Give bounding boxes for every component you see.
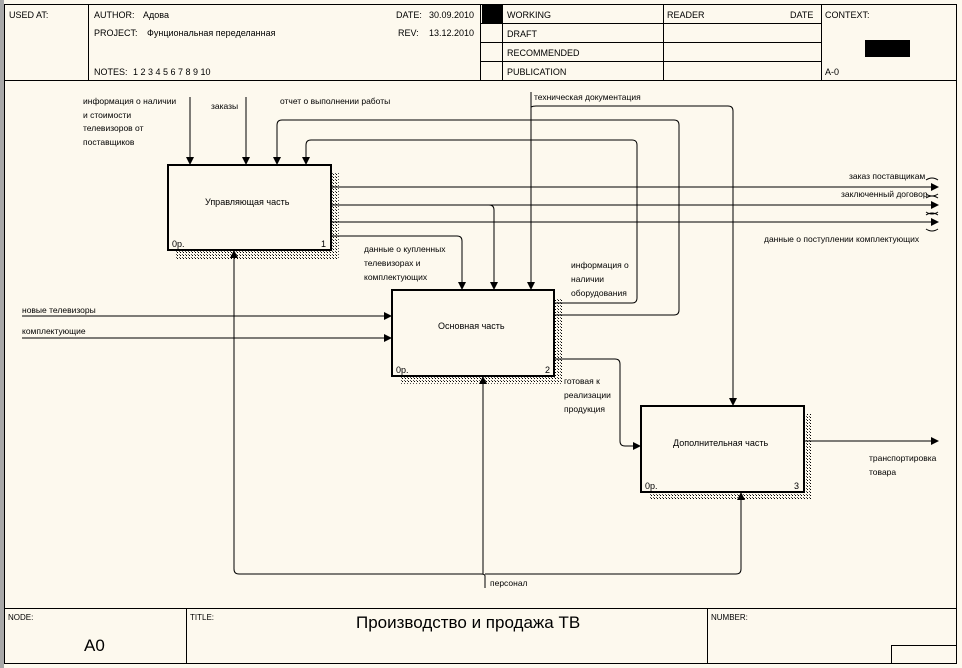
status-working-indicator bbox=[482, 5, 502, 23]
footer-divider bbox=[186, 608, 187, 664]
label-contract: заключенный договор bbox=[841, 189, 928, 199]
arrow-personnel-box3[interactable] bbox=[485, 492, 745, 575]
label-bought-data: данные о купленных телевизорах и комплек… bbox=[364, 242, 445, 284]
project-value: Фунциональная переделанная bbox=[147, 28, 276, 38]
box-1-number: 1 bbox=[321, 239, 327, 249]
activity-box-2[interactable] bbox=[391, 289, 555, 377]
label-line: товара bbox=[869, 467, 897, 477]
footer-divider bbox=[891, 645, 892, 664]
header-divider bbox=[480, 61, 822, 62]
diagram-title: Производство и продажа ТВ bbox=[356, 613, 581, 632]
date-value: 30.09.2010 bbox=[429, 10, 475, 20]
label-order-suppliers: заказ поставщикам bbox=[849, 171, 926, 181]
activity-box-1[interactable] bbox=[167, 164, 332, 251]
arrow-bought-data[interactable] bbox=[331, 235, 466, 290]
box-1-cost: 0р. bbox=[172, 239, 185, 249]
tunnel-icon bbox=[925, 212, 939, 232]
label-personnel: персонал bbox=[490, 578, 528, 588]
context-node: A-0 bbox=[825, 67, 840, 77]
date-label: DATE: bbox=[396, 10, 422, 20]
box-3-number: 3 bbox=[794, 481, 800, 491]
label-line: комплектующих bbox=[364, 272, 428, 282]
box-2-cost: 0р. bbox=[396, 365, 409, 375]
label-line: транспортировка bbox=[869, 453, 937, 463]
left-window-edge bbox=[0, 0, 4, 668]
box-1-name: Управляющая часть bbox=[205, 197, 290, 207]
status-working[interactable]: WORKING bbox=[507, 10, 551, 20]
label-line: телевизоров от bbox=[83, 123, 144, 133]
label-line: и стоимости bbox=[83, 109, 132, 120]
arrow-ready-product[interactable] bbox=[554, 358, 641, 450]
status-recommended[interactable]: RECOMMENDED bbox=[507, 48, 580, 58]
header-divider bbox=[480, 42, 822, 43]
label-ready-product: готовая к реализации продукция bbox=[564, 374, 611, 416]
header-divider bbox=[88, 4, 89, 81]
author-label: AUTHOR: bbox=[94, 10, 135, 20]
label-components: комплектующие bbox=[22, 326, 86, 336]
box-3-name: Дополнительная часть bbox=[673, 438, 769, 448]
arrow-work-report[interactable] bbox=[273, 119, 680, 316]
header-divider bbox=[480, 23, 822, 24]
context-thumbnail bbox=[865, 40, 910, 57]
node-value: A0 bbox=[84, 636, 105, 655]
rev-value: 13.12.2010 bbox=[429, 28, 475, 38]
number-label: NUMBER: bbox=[711, 613, 748, 622]
notes-label: NOTES: bbox=[94, 67, 128, 77]
arrow-contract-branch[interactable] bbox=[488, 204, 498, 290]
rev-label: REV: bbox=[398, 28, 419, 38]
label-equipment-info: информация о наличии оборудования bbox=[571, 258, 629, 300]
tunnel-icon bbox=[925, 195, 939, 215]
arrow-equipment-info[interactable] bbox=[302, 139, 638, 304]
label-line: готовая к bbox=[564, 376, 600, 386]
label-tech-docs: техническая документация bbox=[534, 92, 641, 102]
label-info-suppliers: информация о наличии и стоимости телевиз… bbox=[83, 95, 176, 149]
project-label: PROJECT: bbox=[94, 28, 138, 38]
label-line: реализации bbox=[564, 390, 611, 400]
used-at-label: USED AT: bbox=[9, 10, 49, 20]
box-2-name: Основная часть bbox=[438, 321, 505, 331]
label-line: информация о bbox=[571, 260, 629, 270]
label-new-tvs: новые телевизоры bbox=[22, 305, 96, 315]
footer-top-line bbox=[4, 608, 957, 609]
activity-box-3[interactable] bbox=[640, 405, 805, 493]
label-line: данные о купленных bbox=[364, 244, 446, 254]
label-line: наличии bbox=[571, 274, 605, 284]
footer-divider bbox=[891, 645, 957, 646]
label-transport: транспортировка товара bbox=[869, 451, 936, 479]
arrow-tech-docs-branch[interactable] bbox=[530, 105, 737, 406]
status-publication[interactable]: PUBLICATION bbox=[507, 67, 567, 77]
arrow-personnel-box1[interactable] bbox=[230, 250, 486, 588]
label-line: информация о наличии bbox=[83, 96, 177, 106]
label-orders: заказы bbox=[211, 101, 239, 111]
box-2-number: 2 bbox=[545, 365, 551, 375]
reader-label: READER bbox=[667, 10, 705, 20]
box-3-cost: 0р. bbox=[645, 481, 658, 491]
notes-value: 1 2 3 4 5 6 7 8 9 10 bbox=[133, 67, 211, 77]
reader-date-label: DATE bbox=[790, 10, 814, 20]
status-draft[interactable]: DRAFT bbox=[507, 29, 537, 39]
label-line: поставщиков bbox=[83, 136, 135, 147]
context-label: CONTEXT: bbox=[825, 10, 870, 20]
label-line: оборудования bbox=[571, 288, 627, 298]
footer-divider bbox=[707, 608, 708, 664]
title-label: TITLE: bbox=[190, 613, 215, 622]
author-value: Адова bbox=[143, 10, 169, 20]
label-line: телевизорах и bbox=[364, 258, 421, 268]
label-line: продукция bbox=[564, 404, 606, 414]
label-work-report: отчет о выполнении работы bbox=[280, 96, 391, 106]
label-components-data: данные о поступлении комплектующих bbox=[764, 234, 920, 244]
node-label: NODE: bbox=[8, 613, 34, 622]
